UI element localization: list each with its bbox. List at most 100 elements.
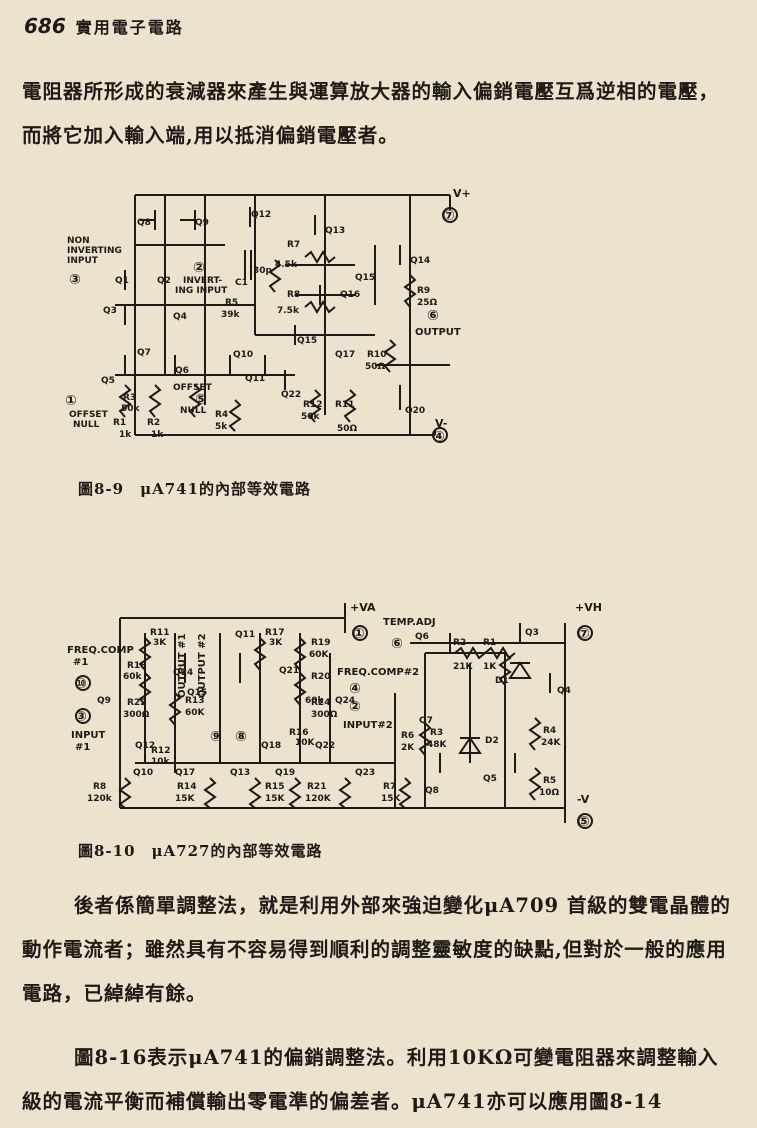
fig1-q17: Q17 bbox=[335, 350, 355, 360]
fig1-q2: Q2 bbox=[157, 276, 171, 286]
fig2-r21-value: 120K bbox=[305, 794, 332, 804]
fig1-q5: Q5 bbox=[101, 376, 115, 386]
fig2-pin-3: ③ bbox=[75, 709, 87, 725]
fig2-q18: Q18 bbox=[261, 741, 281, 751]
fig1-pin-6: ⑥ bbox=[427, 308, 439, 324]
fig2-va-label: +VA bbox=[350, 601, 376, 614]
fig1-pin-5: ⑤ bbox=[195, 392, 207, 408]
fig2-r24-value: 300Ω bbox=[311, 710, 338, 720]
fig2-q15: Q15 bbox=[187, 688, 207, 698]
fig2-r22-value: 300Ω bbox=[123, 710, 150, 720]
fig2-r3-value: 48K bbox=[427, 740, 448, 750]
fig2-r15-value: 15K bbox=[265, 794, 286, 804]
fig2-r12: R12 bbox=[151, 746, 170, 756]
fig1-r7-value: 4.5k bbox=[275, 260, 298, 270]
fig1-noninv-label-3: INPUT bbox=[67, 256, 99, 266]
fig1-r1-value: 1k bbox=[119, 430, 132, 440]
fig2-r16: R16 bbox=[289, 728, 308, 738]
fig2-q11: Q11 bbox=[235, 630, 255, 640]
fig2-r6-value: 2K bbox=[401, 743, 415, 753]
fig2-q24: Q24 bbox=[335, 696, 355, 706]
fig2-pin-8: ⑧ bbox=[235, 729, 247, 745]
fig1-offset-label-4: NULL bbox=[180, 406, 207, 416]
fig2-pin-2: ② bbox=[349, 699, 361, 715]
paragraph-2: 後者係簡單調整法，就是利用外部來強迫變化μA709 首級的雙電晶體的動作電流者；… bbox=[22, 884, 738, 1016]
fig2-pin-6: ⑥ bbox=[391, 636, 403, 652]
fig2-r24: R24 bbox=[311, 698, 330, 708]
fig1-q12: Q12 bbox=[251, 210, 271, 220]
fig2-r4: R4 bbox=[543, 726, 556, 736]
fig2-r17: R17 bbox=[265, 628, 284, 638]
fig1-r7: R7 bbox=[287, 240, 300, 250]
fig1-q10: Q10 bbox=[233, 350, 253, 360]
fig1-q14: Q14 bbox=[410, 256, 430, 266]
fig1-q3: Q3 bbox=[103, 306, 117, 316]
fig2-q17: Q17 bbox=[175, 768, 195, 778]
fig2-vminus-label: -V bbox=[577, 793, 590, 806]
fig2-r14-value: 15K bbox=[175, 794, 196, 804]
fig2-q9: Q9 bbox=[97, 696, 111, 706]
fig1-inv-label-2: ING INPUT bbox=[175, 286, 228, 296]
fig2-r7: R7 bbox=[383, 782, 396, 792]
fig1-offset-label-2: NULL bbox=[73, 420, 100, 430]
fig2-input2-label: INPUT#2 bbox=[343, 720, 393, 731]
fig1-r8-value: 7.5k bbox=[277, 306, 300, 316]
book-title: 實用電子電路 bbox=[75, 18, 184, 37]
fig2-q14: Q14 bbox=[173, 668, 193, 678]
fig2-q4: Q4 bbox=[557, 686, 571, 696]
fig1-vminus-label: V- bbox=[435, 417, 447, 430]
figure-8-10-circuit: FREQ.COMP #1 ⑩ ③ INPUT #1 ⑨ ⑧ OUTPUT #1 … bbox=[65, 593, 625, 838]
fig1-q8: Q8 bbox=[137, 218, 151, 228]
fig1-pin-2: ② bbox=[193, 260, 205, 276]
fig1-q9: Q9 bbox=[195, 218, 209, 228]
fig1-r12: R12 bbox=[303, 400, 322, 410]
fig2-pin-1: ① bbox=[353, 626, 365, 642]
fig1-r12-value: 50k bbox=[301, 412, 321, 422]
fig2-q21: Q21 bbox=[279, 666, 299, 676]
fig1-output-label: OUTPUT bbox=[415, 327, 461, 338]
fig2-q12: Q12 bbox=[135, 741, 155, 751]
fig1-r4: R4 bbox=[215, 410, 228, 420]
fig2-freq2-label: FREQ.COMP#2 bbox=[337, 667, 419, 678]
fig2-pin-5: ⑤ bbox=[578, 814, 590, 830]
fig2-freq1-label-2: #1 bbox=[73, 657, 88, 668]
fig2-pin-7: ⑦ bbox=[578, 626, 590, 642]
fig2-q6: Q6 bbox=[415, 632, 429, 642]
fig2-r17-value: 3K bbox=[269, 638, 283, 648]
figure-8-10-caption: 圖8-10 μA727的內部等效電路 bbox=[78, 842, 323, 860]
fig1-r9: R9 bbox=[417, 286, 430, 296]
fig2-r19-value: 60K bbox=[309, 650, 330, 660]
fig2-r4-value: 24K bbox=[541, 738, 562, 748]
fig1-r11: R11 bbox=[335, 400, 354, 410]
fig2-r18: R18 bbox=[127, 661, 146, 671]
fig2-q8: Q8 bbox=[425, 786, 439, 796]
fig1-noninv-label-2: INVERTING bbox=[67, 246, 122, 256]
fig1-r4-value: 5k bbox=[215, 422, 228, 432]
fig2-r15: R15 bbox=[265, 782, 284, 792]
fig2-q3: Q3 bbox=[525, 628, 539, 638]
fig2-q22: Q22 bbox=[315, 741, 335, 751]
fig2-r11-value: 3K bbox=[153, 638, 167, 648]
fig2-q23: Q23 bbox=[355, 768, 375, 778]
fig2-r5: R5 bbox=[543, 776, 556, 786]
fig2-pin-4: ④ bbox=[349, 681, 361, 697]
fig2-q7: Q7 bbox=[419, 716, 433, 726]
fig1-r5: R5 bbox=[225, 298, 238, 308]
fig2-r22: R22 bbox=[127, 698, 146, 708]
fig2-r6: R6 bbox=[401, 731, 414, 741]
fig1-r3: R3 bbox=[123, 393, 136, 403]
fig2-r5-value: 10Ω bbox=[539, 788, 560, 798]
fig1-r11-value: 50Ω bbox=[337, 424, 358, 434]
fig2-pin-10: ⑩ bbox=[75, 676, 87, 692]
page-header: 686 實用電子電路 bbox=[24, 14, 184, 38]
fig2-r20-value: 60k bbox=[305, 696, 325, 706]
fig1-r10-value: 50Ω bbox=[365, 362, 386, 372]
fig1-q7: Q7 bbox=[137, 348, 151, 358]
fig2-r2: R2 bbox=[453, 638, 466, 648]
fig1-r9-value: 25Ω bbox=[417, 298, 438, 308]
fig2-pin-9: ⑨ bbox=[210, 729, 222, 745]
figure-8-9-circuit: NON INVERTING INPUT ③ INVERT- ING INPUT … bbox=[55, 185, 475, 460]
paragraph-3-text: 圖8-16表示μA741的偏銷調整法。利用10KΩ可變電阻器來調整輸入級的電流平… bbox=[22, 1046, 719, 1113]
fig2-r1-value: 1K bbox=[483, 662, 497, 672]
fig2-vh-label: +VH bbox=[575, 601, 602, 614]
